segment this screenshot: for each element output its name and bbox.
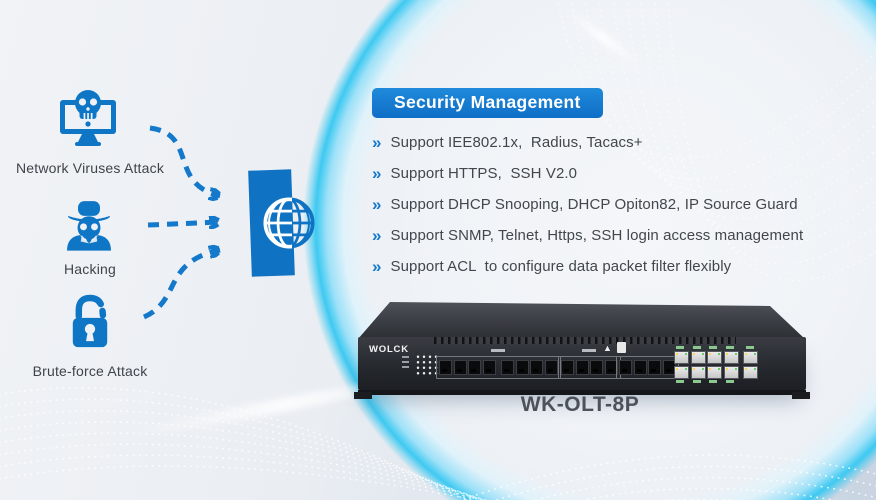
rj45-port — [707, 351, 722, 364]
rj45-port — [674, 351, 689, 364]
threat-label: Brute-force Attack — [32, 363, 148, 379]
brand-logo: WOLCK — [369, 344, 409, 355]
device-front-panel: WOLCK ▲ — [358, 337, 806, 390]
double-chevron-icon: » — [372, 226, 382, 245]
hacker-spy-icon — [67, 201, 111, 251]
device-model-label: WK-OLT-8P — [520, 393, 640, 416]
security-feature-list: » Support IEE802.1x, Radius, Tacacs+ » S… — [372, 134, 803, 276]
warning-triangle-icon: ▲ — [603, 343, 612, 353]
led-row-labels — [402, 356, 409, 368]
dotted-wave-top-right — [557, 0, 876, 281]
sfp-port — [590, 360, 603, 375]
threat-label: Network Viruses Attack — [15, 160, 165, 176]
security-management-panel: Security Management » Support IEE802.1x,… — [372, 88, 803, 289]
device-top-face — [358, 302, 805, 339]
threat-brute-force — [59, 290, 121, 356]
status-led-matrix — [415, 354, 439, 376]
sfp-port — [468, 360, 481, 375]
sfp-port — [561, 360, 574, 375]
device-base — [358, 390, 806, 395]
double-chevron-icon: » — [372, 257, 382, 276]
attack-arrow-2 — [147, 222, 220, 225]
vent-slots — [434, 337, 736, 344]
globe-icon — [258, 192, 320, 254]
sfp-port — [439, 360, 452, 375]
sfp-port — [453, 360, 467, 375]
sfp-port-group-3 — [616, 356, 679, 379]
label-sticker — [617, 342, 626, 353]
sfp-port — [501, 360, 514, 375]
security-feature-item: » Support DHCP Snooping, DHCP Opiton82, … — [372, 196, 803, 214]
port-labels-bottom — [676, 380, 734, 383]
rj45-port — [723, 365, 739, 379]
port-labels-top — [676, 346, 734, 349]
sfp-port — [648, 360, 661, 375]
port-group-label — [491, 349, 506, 352]
rj45-port — [690, 351, 706, 364]
mgmt-port-pair — [743, 351, 758, 379]
sfp-port — [482, 360, 496, 375]
open-padlock-icon — [72, 294, 108, 348]
threat-label: Hacking — [64, 261, 116, 277]
sfp-port — [544, 360, 558, 375]
sfp-port — [604, 360, 618, 375]
rack-ear-left — [354, 392, 372, 399]
rj45-port — [690, 365, 706, 379]
sfp-port — [530, 360, 543, 375]
sfp-port — [515, 360, 529, 375]
security-feature-item: » Support SNMP, Telnet, Https, SSH login… — [372, 227, 803, 245]
rj45-port — [674, 365, 689, 379]
rj45-port — [743, 351, 758, 364]
double-chevron-icon: » — [372, 164, 382, 183]
mgmt-port-label — [746, 346, 754, 349]
port-group-label — [582, 349, 597, 352]
security-feature-item: » Support HTTPS, SSH V2.0 — [372, 165, 803, 183]
section-title-badge: Security Management — [372, 88, 603, 118]
double-chevron-icon: » — [372, 195, 382, 214]
background-glow-circle — [303, 0, 876, 500]
feature-text: Support DHCP Snooping, DHCP Opiton82, IP… — [390, 196, 798, 213]
rj45-port — [723, 351, 739, 364]
ethernet-port-grid — [674, 351, 739, 379]
sfp-port-group-1 — [436, 349, 561, 379]
threat-hacking — [55, 192, 123, 258]
sfp-port-group-2 — [558, 349, 621, 379]
sfp-port — [619, 360, 632, 375]
rack-ear-right — [792, 392, 810, 399]
security-feature-item: » Support IEE802.1x, Radius, Tacacs+ — [372, 134, 803, 152]
feature-text: Support SNMP, Telnet, Https, SSH login a… — [390, 227, 804, 244]
feature-text: Support HTTPS, SSH V2.0 — [390, 165, 578, 182]
olt-device: WOLCK ▲ — [354, 298, 810, 403]
security-feature-item: » Support ACL to configure data packet f… — [372, 258, 803, 276]
attack-arrow-3 — [142, 250, 220, 320]
feature-text: Support ACL to configure data packet fil… — [390, 258, 732, 275]
dotted-dome-bottom-right — [459, 454, 876, 500]
rj45-port — [743, 365, 758, 379]
sfp-port — [575, 360, 589, 375]
monitor-skull-icon — [60, 90, 116, 146]
rj45-port — [707, 365, 722, 379]
threat-network-viruses — [50, 84, 126, 156]
double-chevron-icon: » — [372, 133, 382, 152]
sfp-port — [633, 360, 647, 375]
feature-text: Support IEE802.1x, Radius, Tacacs+ — [390, 134, 643, 151]
